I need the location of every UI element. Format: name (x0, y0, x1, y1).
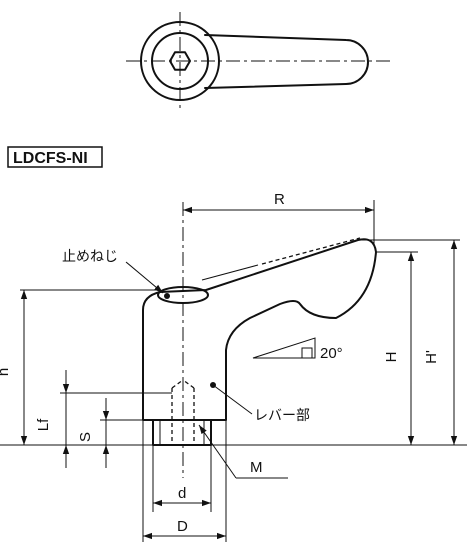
callout-lever-label: レバー部 (254, 408, 310, 424)
dim-Lf-label: Lf (35, 418, 52, 431)
side-view: 20° (0, 202, 467, 478)
dim-h-label: h (0, 368, 12, 376)
dim-d-label: d (178, 485, 186, 502)
model-label: LDCFS-NI (7, 146, 103, 168)
hole-hidden-tip-left (171, 379, 184, 389)
model-label-box (7, 146, 103, 168)
dim-D-label: D (177, 518, 188, 535)
dim-Hprime-label: H' (423, 350, 440, 364)
threaded-stud (152, 419, 212, 446)
callout-lever-leader (212, 384, 253, 415)
dim-R-label: R (274, 191, 285, 208)
model-label-text: LDCFS-NI (13, 150, 88, 167)
lever-edge-solid (201, 264, 259, 281)
callout-M-label: M (250, 459, 263, 476)
dim-S-label: S (77, 432, 94, 442)
set-screw-dot (164, 293, 170, 299)
top-view-lever-outline (204, 34, 369, 89)
angle-triangle (252, 337, 316, 359)
callout-set-screw-leader (125, 261, 164, 294)
angle-label: 20° (320, 345, 343, 362)
top-view (126, 12, 390, 112)
callout-M-leader (198, 424, 237, 479)
angle-square (301, 347, 313, 359)
callout-set-screw-label: 止めねじ (62, 249, 118, 265)
dim-H-label: H (383, 352, 400, 363)
dimensions: R H H' h Lf S d D (0, 191, 460, 542)
lever-edge-hidden (261, 237, 361, 265)
hole-hidden-tip-right (182, 379, 195, 389)
lever-body-outline (142, 238, 377, 421)
callouts: 止めねじ レバー部 M (62, 249, 310, 479)
